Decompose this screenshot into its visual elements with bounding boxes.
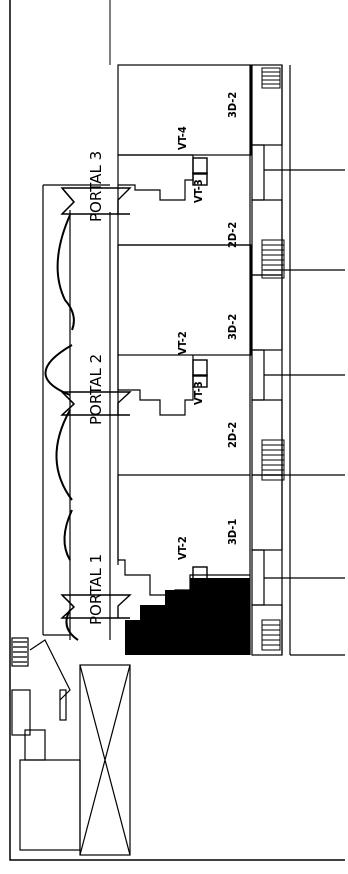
vt-boxes [192, 157, 208, 584]
label-vt-2-lower: VT-2 [176, 536, 189, 560]
label-portal-2: PORTAL 2 [87, 354, 105, 425]
label-vt-3-upper: VT-3 [192, 179, 205, 203]
label-room-2d-2-lower: 2D-2 [226, 422, 239, 448]
label-room-2d-2-upper: 2D-2 [226, 222, 239, 248]
portal-2-funnel [60, 391, 132, 416]
label-vt-3-lower: VT-3 [192, 381, 205, 405]
outer-boundary [9, 0, 345, 861]
label-room-3d-1: 3D-1 [226, 519, 239, 545]
right-facilities [251, 64, 345, 656]
facility-hatching [261, 67, 285, 651]
label-portal-1: PORTAL 1 [87, 554, 105, 625]
label-portal-3: PORTAL 3 [87, 151, 105, 222]
portal-3-funnel [60, 187, 132, 215]
portal-1-funnel [60, 594, 132, 619]
label-vt-2-upper: VT-2 [176, 331, 189, 355]
label-room-3d-2-top: 3D-2 [226, 92, 239, 118]
concourse-arches [44, 214, 79, 641]
label-room-3d-2-middle: 3D-2 [226, 314, 239, 340]
concourse-frame [42, 184, 111, 640]
entrance-structure [11, 637, 131, 856]
tier-blocks [117, 64, 252, 655]
label-vt-4: VT-4 [176, 126, 189, 150]
solid-stepped-block [125, 578, 250, 655]
